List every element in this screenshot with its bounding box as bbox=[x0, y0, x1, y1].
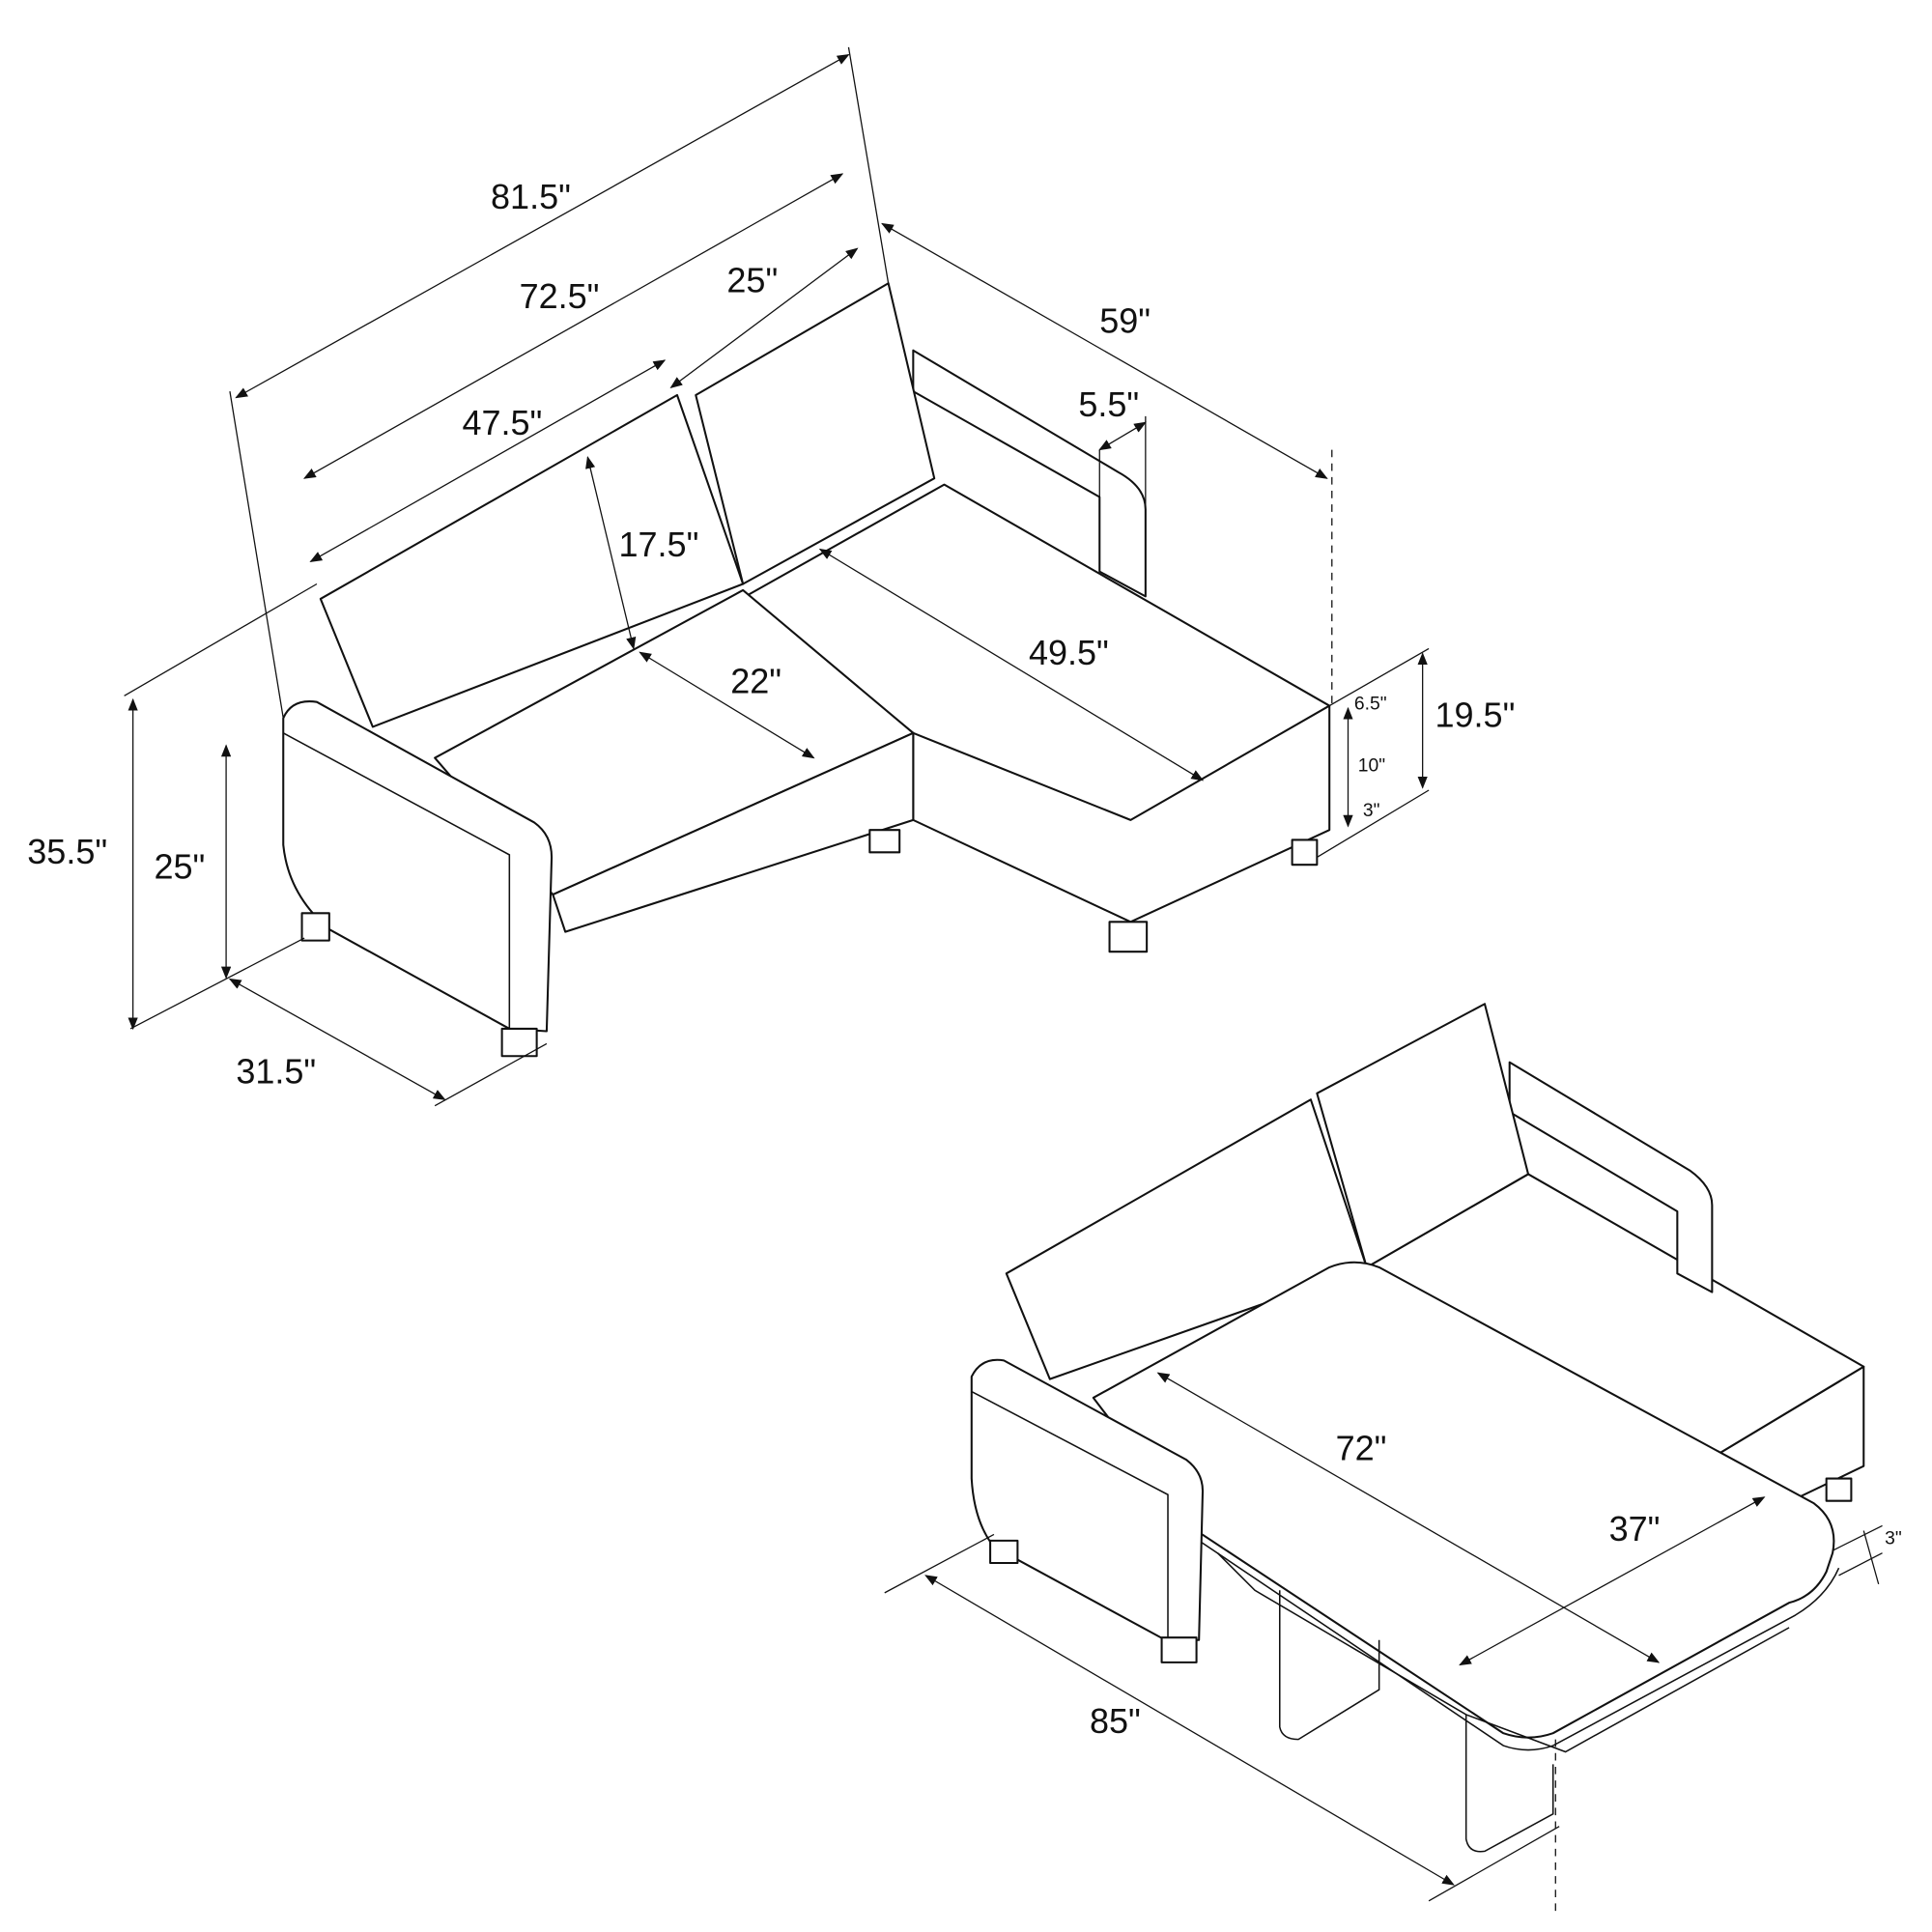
dim-chaise-seat-length: 49.5" bbox=[1029, 633, 1109, 672]
dim-bed-length: 72" bbox=[1336, 1428, 1387, 1467]
dim-bed-width: 37" bbox=[1609, 1509, 1661, 1548]
dim-arm-height: 25" bbox=[154, 846, 205, 886]
dim-back-width: 72.5" bbox=[520, 276, 600, 316]
dim-arm-width: 5.5" bbox=[1078, 384, 1139, 424]
dim-seat-height: 19.5" bbox=[1435, 695, 1516, 734]
dim-loveseat-back-width: 47.5" bbox=[462, 403, 542, 442]
dim-overall-height: 35.5" bbox=[27, 832, 107, 871]
dim-chaise-length: 59" bbox=[1099, 301, 1151, 341]
top-dimension-lines bbox=[124, 46, 1430, 1107]
dim-overall-depth: 31.5" bbox=[236, 1052, 316, 1092]
dim-overall-width: 81.5" bbox=[491, 177, 571, 216]
bottom-dimension-lines bbox=[884, 1372, 1883, 1914]
sectional-sofa-drawing bbox=[282, 282, 1331, 1058]
dim-seat-depth: 22" bbox=[730, 662, 781, 701]
dim-back-height: 17.5" bbox=[619, 525, 699, 564]
dim-bed-open-length: 85" bbox=[1090, 1701, 1141, 1741]
dim-base-height: 10" bbox=[1358, 756, 1385, 777]
dim-leg-height: 3" bbox=[1363, 801, 1380, 821]
dim-cushion-thickness: 6.5" bbox=[1354, 694, 1387, 714]
dim-mattress-thickness: 3" bbox=[1885, 1529, 1902, 1549]
dim-chaise-back-width: 25" bbox=[726, 260, 778, 299]
